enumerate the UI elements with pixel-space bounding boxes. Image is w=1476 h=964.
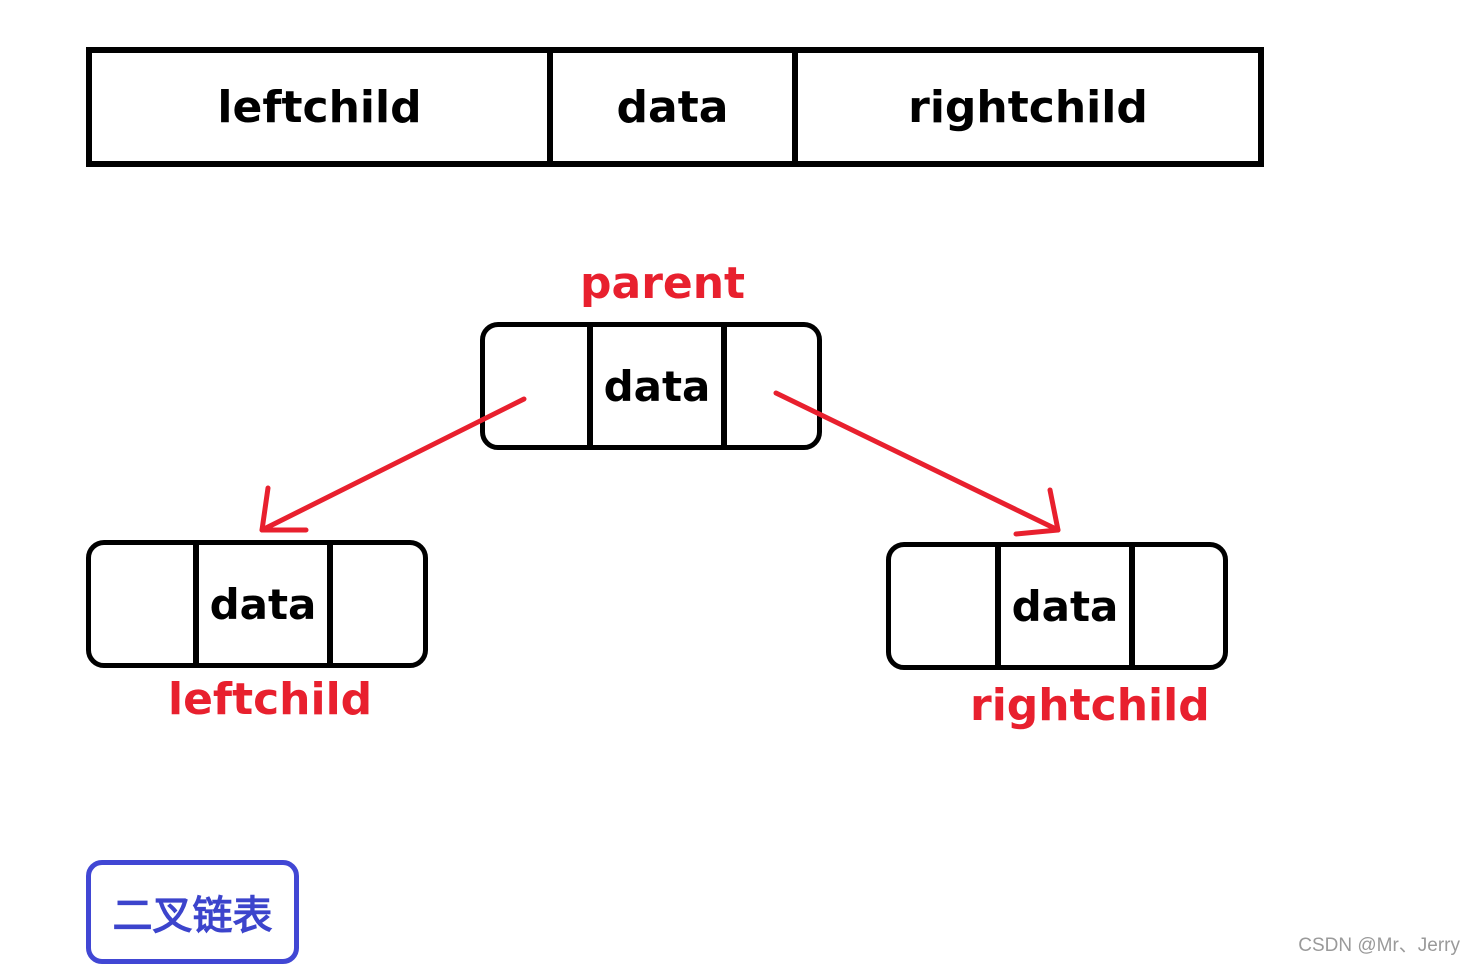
data-field: data — [553, 53, 798, 161]
left-pointer-arrow — [259, 396, 527, 533]
watermark: CSDN @Mr、Jerry — [1298, 935, 1460, 956]
parent-caption: parent — [580, 258, 746, 309]
left-child-node: data — [86, 540, 428, 668]
parent-data-label: data — [603, 361, 711, 411]
rightchild-field-label: rightchild — [908, 81, 1148, 133]
right-child-node: data — [886, 542, 1228, 670]
binary-linked-list-title: 二叉链表 — [86, 860, 299, 964]
right-child-data-label: data — [1011, 581, 1119, 631]
left-child-data-cell: data — [193, 545, 333, 663]
left-child-data-label: data — [209, 579, 317, 629]
leftchild-field: leftchild — [92, 53, 553, 161]
right-pointer-arrow — [773, 390, 1061, 533]
rightchild-caption: rightchild — [970, 680, 1210, 731]
right-child-data-cell: data — [995, 547, 1135, 665]
data-field-label: data — [616, 81, 729, 133]
node-structure-row: leftchild data rightchild — [86, 47, 1264, 167]
leftchild-caption: leftchild — [168, 674, 373, 725]
rightchild-field: rightchild — [798, 53, 1258, 161]
right-arrowhead — [1013, 487, 1061, 537]
left-arrowhead — [259, 485, 309, 533]
leftchild-field-label: leftchild — [217, 81, 422, 133]
binary-linked-list-title-text: 二叉链表 — [112, 893, 273, 939]
parent-data-cell: data — [587, 327, 727, 445]
parent-node: data — [480, 322, 822, 450]
